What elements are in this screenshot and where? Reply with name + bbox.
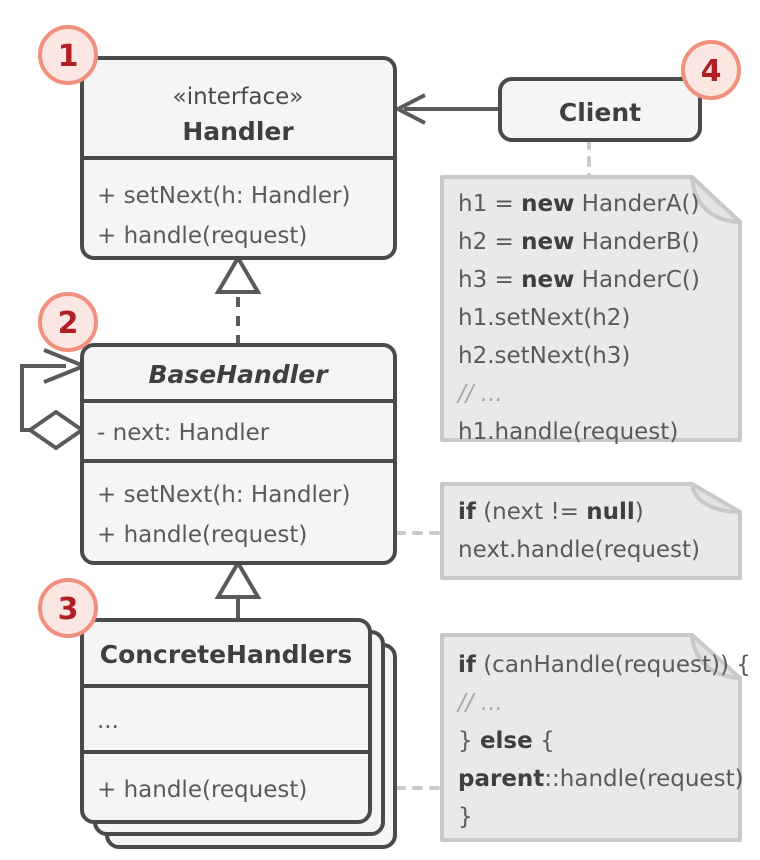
note-client-line-0: h1 = new HanderA() bbox=[458, 191, 700, 217]
note-base-line-0: if (next != null) bbox=[458, 499, 644, 525]
note-client-line-2: h3 = new HanderC() bbox=[458, 267, 700, 293]
note-client-code-body bbox=[440, 175, 742, 442]
badge-2[interactable]: 2 bbox=[38, 292, 98, 352]
edge-concrete-extends-basehandler bbox=[214, 559, 262, 620]
badge-4[interactable]: 4 bbox=[681, 40, 741, 100]
handler-title: Handler bbox=[182, 117, 294, 146]
note-concrete-line-0: if (canHandle(request)) { bbox=[458, 652, 751, 678]
note-client-code: h1 = new HanderA() h2 = new HanderB() h3 =… bbox=[440, 175, 742, 445]
note-concrete-handle-code: if (canHandle(request)) { // ... } else {… bbox=[440, 633, 751, 842]
concretehandlers-method-0: + handle(request) bbox=[97, 777, 307, 803]
handler-method-1: + handle(request) bbox=[97, 223, 307, 249]
badge-1-label: 1 bbox=[58, 39, 79, 74]
badge-2-circle bbox=[38, 292, 98, 352]
note-base-handle-fold bbox=[690, 482, 742, 514]
note-client-line-5: // ... bbox=[456, 381, 503, 407]
badge-3[interactable]: 3 bbox=[38, 578, 98, 638]
note-client-line-3: h1.setNext(h2) bbox=[458, 305, 630, 331]
note-concrete-line-2: } else { bbox=[458, 728, 555, 754]
note-client-line-1: h2 = new HanderB() bbox=[458, 229, 700, 255]
badge-4-label: 4 bbox=[701, 54, 722, 89]
note-concrete-line-3: parent::handle(request) bbox=[458, 766, 744, 792]
class-concretehandlers[interactable]: ConcreteHandlers ... + handle(request) bbox=[80, 618, 397, 849]
concretehandlers-title: ConcreteHandlers bbox=[100, 640, 353, 669]
class-basehandler[interactable]: BaseHandler - next: Handler + setNext(h:… bbox=[80, 343, 397, 565]
note-concrete-handle-text: if (canHandle(request)) { // ... } else {… bbox=[456, 652, 751, 830]
note-base-handle-code: if (next != null) next.handle(request) bbox=[440, 482, 742, 580]
basehandler-title: BaseHandler bbox=[148, 360, 329, 389]
basehandler-method-0: + setNext(h: Handler) bbox=[97, 482, 350, 508]
badge-3-circle bbox=[38, 578, 98, 638]
class-client[interactable]: Client bbox=[498, 77, 702, 142]
handler-method-0: + setNext(h: Handler) bbox=[97, 183, 350, 209]
badge-1-circle bbox=[38, 25, 98, 85]
note-client-line-4: h2.setNext(h3) bbox=[458, 343, 630, 369]
basehandler-attribute-0: - next: Handler bbox=[97, 420, 270, 446]
client-title: Client bbox=[559, 98, 641, 127]
note-client-code-text: h1 = new HanderA() h2 = new HanderB() h3 =… bbox=[456, 191, 700, 445]
note-concrete-handle-fold bbox=[690, 633, 742, 680]
badge-3-label: 3 bbox=[58, 592, 79, 627]
class-client-frame bbox=[498, 77, 702, 142]
class-concretehandlers-frame bbox=[80, 618, 372, 824]
edge-basehandler-self-aggregation bbox=[20, 348, 90, 451]
note-concrete-line-4: } bbox=[458, 804, 473, 830]
note-base-handle-text: if (next != null) next.handle(request) bbox=[458, 499, 700, 563]
note-base-handle-body bbox=[440, 482, 742, 580]
badge-2-label: 2 bbox=[58, 306, 79, 341]
edge-client-to-handler bbox=[393, 93, 500, 125]
class-handler[interactable]: «interface» Handler + setNext(h: Handler… bbox=[80, 56, 397, 260]
basehandler-method-1: + handle(request) bbox=[97, 522, 307, 548]
badge-1[interactable]: 1 bbox=[38, 25, 98, 85]
badge-4-circle bbox=[681, 40, 741, 100]
note-base-line-1: next.handle(request) bbox=[458, 537, 700, 563]
note-client-code-fold bbox=[690, 175, 742, 224]
handler-stereotype: «interface» bbox=[173, 84, 304, 110]
note-concrete-handle-body bbox=[440, 633, 742, 842]
concretehandlers-attribute-0: ... bbox=[97, 708, 119, 734]
edge-basehandler-realizes-handler bbox=[214, 254, 262, 345]
note-client-line-6: h1.handle(request) bbox=[458, 419, 678, 445]
note-concrete-line-1: // ... bbox=[456, 690, 503, 716]
